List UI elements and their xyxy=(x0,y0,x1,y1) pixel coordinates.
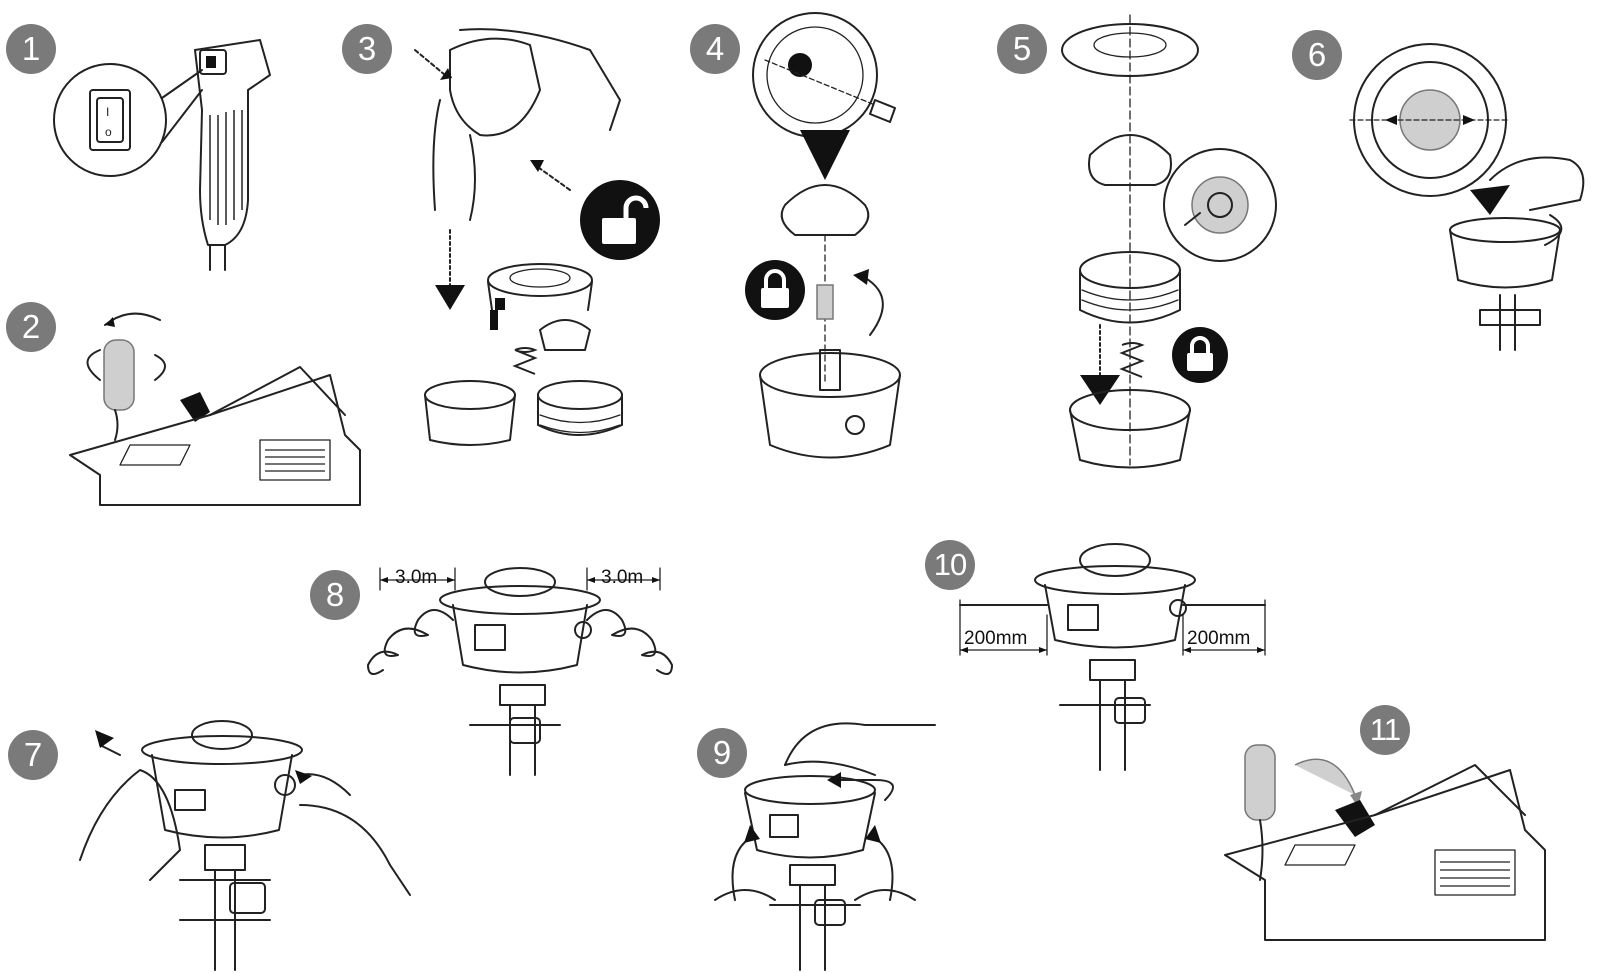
step-11-illustration xyxy=(1224,740,1570,970)
trim-left-label: 200mm xyxy=(964,628,1027,649)
step-10-illustration: 200mm 200mm xyxy=(959,540,1270,771)
battery-connector-drawing xyxy=(69,312,361,506)
line-length-drawing: 3.0m 3.0m xyxy=(367,567,673,776)
reinsert-battery-drawing xyxy=(1224,744,1546,941)
step-6-illustration xyxy=(1349,40,1610,351)
step-7-illustration xyxy=(79,715,411,971)
step-10-badge: 10 xyxy=(925,540,975,590)
lock-screw-drawing xyxy=(745,12,901,459)
line-length-left-label: 3.0m xyxy=(395,567,437,588)
step-5-badge: 5 xyxy=(997,24,1047,74)
trim-right-label: 200mm xyxy=(1187,628,1250,649)
switch-handle-drawing: I o xyxy=(53,39,271,271)
step-4-badge: 4 xyxy=(690,24,740,74)
step-9-illustration xyxy=(714,705,975,971)
step-3-illustration xyxy=(410,20,660,460)
step-11-badge: 11 xyxy=(1360,705,1410,755)
step-2-illustration xyxy=(60,305,370,515)
line-length-right-label: 3.0m xyxy=(601,567,643,588)
battery-plug-ghost xyxy=(103,339,135,411)
step-3-badge: 3 xyxy=(342,24,392,74)
rotate-cap-drawing xyxy=(714,722,936,971)
padlock-closed-icon xyxy=(1172,327,1228,383)
trim-line-drawing: 200mm 200mm xyxy=(959,543,1266,771)
step-6-badge: 6 xyxy=(1292,30,1342,80)
remove-cap-drawing xyxy=(414,28,660,446)
step-2-badge: 2 xyxy=(6,302,56,352)
padlock-closed-icon xyxy=(745,260,805,320)
switch-zoom-circle xyxy=(53,63,167,177)
padlock-open-icon xyxy=(580,180,660,260)
spool-assembly-drawing xyxy=(1061,14,1277,469)
step-8-badge: 8 xyxy=(310,570,360,620)
step-4-illustration xyxy=(745,5,935,475)
svg-text:o: o xyxy=(105,125,112,139)
step-9-badge: 9 xyxy=(697,728,747,778)
step-1-badge: 1 xyxy=(6,24,56,74)
step-8-illustration: 3.0m 3.0m xyxy=(367,560,675,780)
align-tabs-drawing xyxy=(1349,43,1585,351)
step-7-badge: 7 xyxy=(8,730,58,780)
pull-line-drawing xyxy=(79,720,411,971)
svg-text:I: I xyxy=(106,105,109,119)
step-1-illustration: I o xyxy=(50,20,280,271)
step-5-illustration xyxy=(1060,5,1300,480)
